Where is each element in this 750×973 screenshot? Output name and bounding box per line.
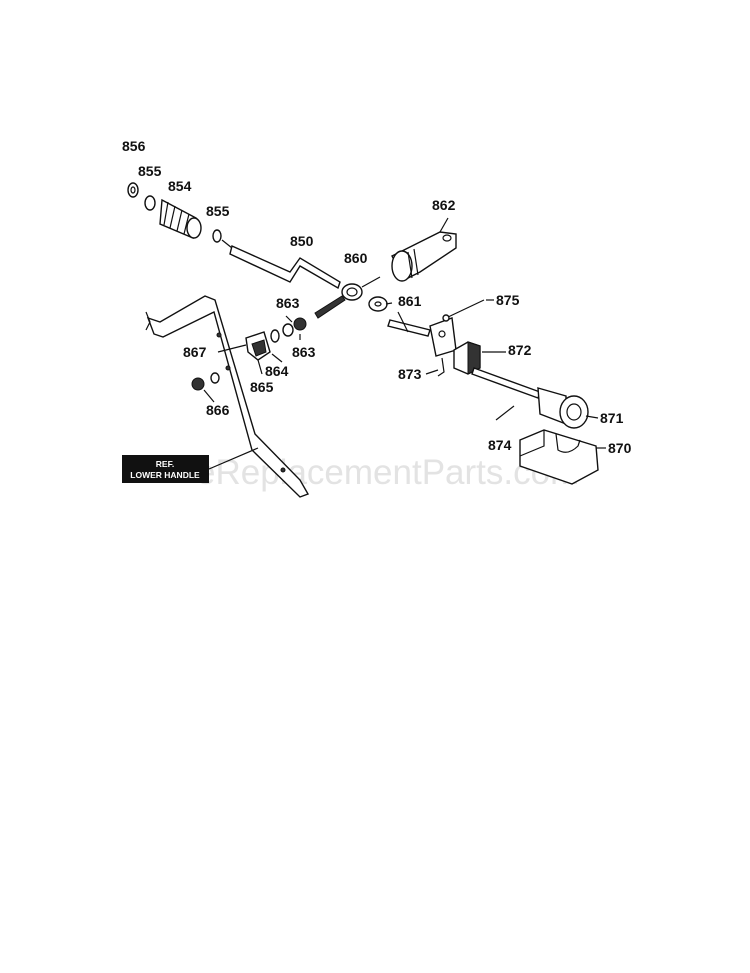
label-873: 873 — [398, 366, 422, 382]
label-860: 860 — [344, 250, 368, 266]
label-870: 870 — [608, 440, 632, 456]
part-863-nuts — [270, 317, 307, 343]
ref-lower-handle-box: REF. LOWER HANDLE — [122, 447, 259, 483]
part-870-mount — [519, 429, 599, 485]
label-861: 861 — [398, 293, 422, 309]
label-855-a: 855 — [138, 163, 162, 179]
connecting-rod — [471, 367, 541, 399]
label-862: 862 — [432, 197, 456, 213]
part-854-grip — [159, 198, 202, 239]
leader-lines — [203, 217, 606, 449]
part-864-bracket — [245, 331, 271, 361]
label-855-b: 855 — [206, 203, 230, 219]
linkage-shaft — [387, 311, 431, 337]
part-871-bushing — [537, 387, 589, 429]
part-850-shift-rod — [221, 239, 341, 290]
label-854: 854 — [168, 178, 192, 194]
label-864: 864 — [265, 363, 289, 379]
watermark: eReplacementParts.com — [196, 453, 579, 492]
label-866: 866 — [206, 402, 230, 418]
part-874-pin — [495, 405, 515, 421]
label-872: 872 — [508, 342, 532, 358]
svg-text:REF.: REF. — [156, 459, 174, 469]
part-866-nut — [191, 372, 220, 391]
part-875-pin — [442, 299, 485, 322]
label-850: 850 — [290, 233, 314, 249]
part-855-washer-a — [144, 195, 156, 211]
label-863-a: 863 — [276, 295, 300, 311]
label-875: 875 — [496, 292, 520, 308]
label-863-b: 863 — [292, 344, 316, 360]
part-861-washer — [368, 296, 388, 312]
part-856-washer — [127, 182, 139, 198]
part-labels: 856 855 854 855 850 860 862 861 875 863 … — [122, 138, 632, 456]
lower-handle — [145, 295, 310, 498]
label-865: 865 — [250, 379, 274, 395]
label-874: 874 — [488, 437, 512, 453]
label-867: 867 — [183, 344, 207, 360]
part-872-coupler — [453, 341, 481, 375]
label-856: 856 — [122, 138, 146, 154]
part-862-boot — [391, 231, 457, 282]
svg-text:LOWER HANDLE: LOWER HANDLE — [130, 470, 200, 480]
part-873-clevis — [429, 317, 457, 377]
part-860-rod-end — [314, 276, 381, 319]
label-871: 871 — [600, 410, 624, 426]
part-855-washer-b — [212, 229, 222, 243]
